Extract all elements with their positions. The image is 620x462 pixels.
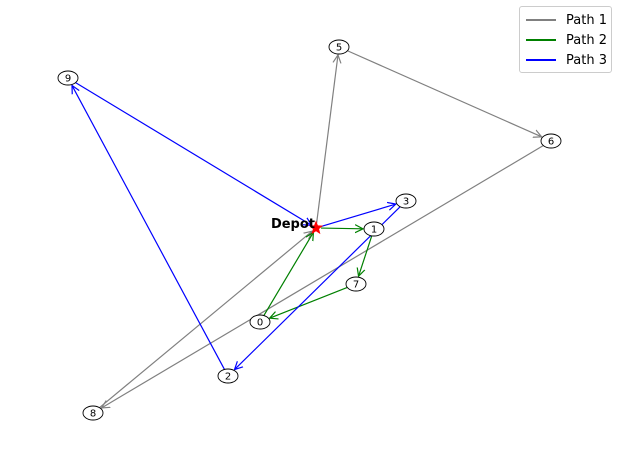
node-ellipse-7 [345,276,367,292]
edge-path-2-7-to-0 [270,286,348,318]
legend-swatch-path-2 [526,39,556,41]
edge-path-2-depot-to-1 [320,228,363,229]
depot-label: Depot [271,217,315,232]
node-9: 9 [57,70,79,86]
node-label-9: 9 [65,74,71,85]
node-3: 3 [395,193,417,209]
legend-item-path-1: Path 1 [526,10,607,30]
node-ellipse-9 [57,70,79,86]
edge-path-1-8-to-depot [99,231,312,409]
legend-item-path-3: Path 3 [526,50,607,70]
edge-path-3-depot-to-3 [320,204,396,228]
legend: Path 1 Path 2 Path 3 [519,6,612,73]
node-ellipse-8 [82,405,104,421]
node-2: 2 [217,368,239,384]
node-ellipse-0 [249,314,271,330]
legend-swatch-path-3 [526,59,556,61]
depot-star-icon [308,220,324,235]
edge-path-2-1-to-7 [359,235,373,276]
edge-path-3-2-to-9 [72,85,226,370]
node-5: 5 [328,39,350,55]
legend-label-path-2: Path 2 [566,32,607,48]
node-label-0: 0 [257,318,263,329]
node-label-1: 1 [371,225,377,236]
edge-path-2-0-to-depot [263,232,314,316]
node-0: 0 [249,314,271,330]
legend-item-path-2: Path 2 [526,30,607,50]
node-label-6: 6 [548,137,554,148]
node-label-2: 2 [225,372,231,383]
node-ellipse-5 [328,39,350,55]
node-ellipse-3 [395,193,417,209]
edge-path-1-5-to-6 [347,50,541,137]
node-label-3: 3 [403,197,409,208]
node-label-5: 5 [336,43,342,54]
node-label-8: 8 [90,409,96,420]
edges [72,50,544,409]
node-label-7: 7 [353,280,359,291]
edge-path-1-depot-to-5 [316,55,338,224]
node-ellipse-6 [540,133,562,149]
node-ellipse-1 [363,221,385,237]
edge-path-1-6-to-8 [101,145,544,408]
node-7: 7 [345,276,367,292]
node-6: 6 [540,133,562,149]
edge-path-3-9-to-depot [75,82,312,226]
node-1: 1 [363,221,385,237]
node-8: 8 [82,405,104,421]
node-ellipse-2 [217,368,239,384]
legend-label-path-3: Path 3 [566,52,607,68]
legend-swatch-path-1 [526,19,556,21]
legend-label-path-1: Path 1 [566,12,607,28]
